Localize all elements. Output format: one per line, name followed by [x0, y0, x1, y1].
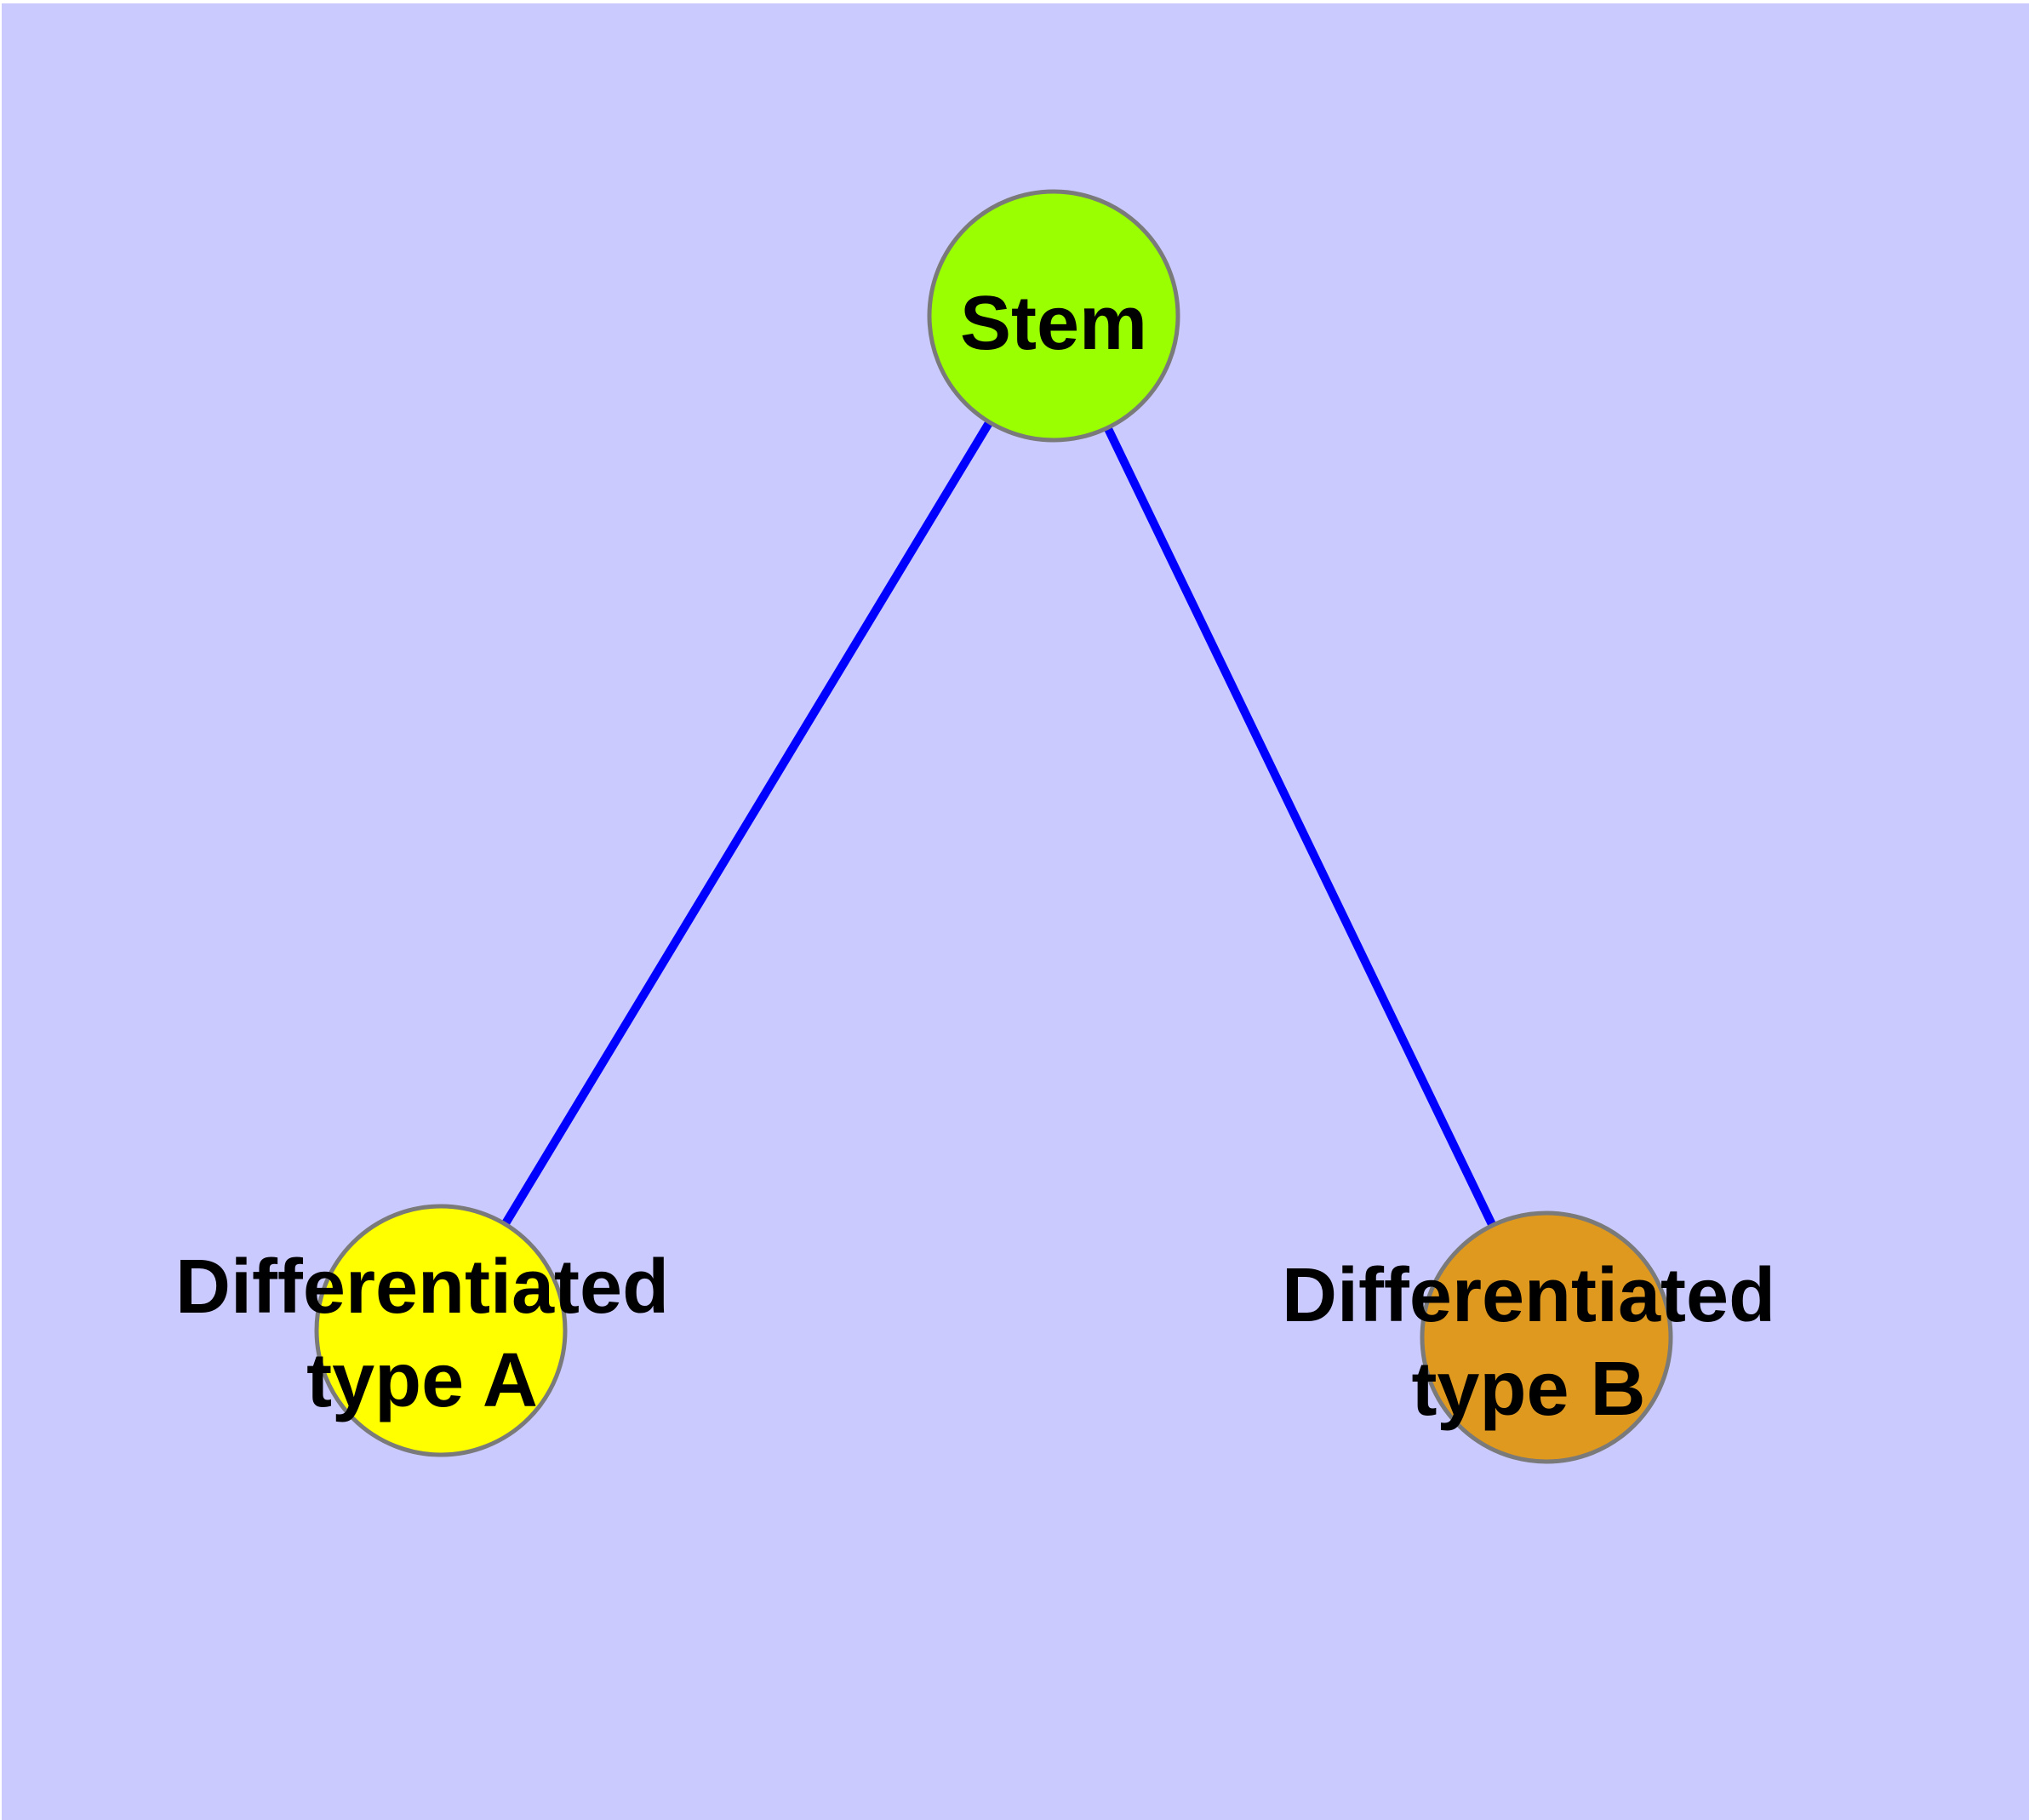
node-stem-label-text: Stem [959, 281, 1148, 366]
node-type-a-label-line1: Differentiated [174, 1245, 670, 1330]
node-type-a-label-line2: type A [306, 1338, 538, 1423]
node-type-b-label-line1: Differentiated [1281, 1253, 1776, 1338]
node-stem-circle [927, 189, 1180, 443]
node-type-a-label: Differentiated type A [175, 1240, 669, 1428]
edge-stem-to-type-a [437, 313, 1058, 1333]
node-type-b-circle [1420, 1210, 1673, 1464]
node-type-b-label: Differentiated type B [1282, 1249, 1775, 1436]
node-type-b-label-line2: type B [1411, 1347, 1646, 1432]
node-stem-label: Stem [960, 277, 1147, 370]
node-type-a-circle [314, 1204, 568, 1457]
edge-stem-to-type-b [1049, 313, 1551, 1340]
